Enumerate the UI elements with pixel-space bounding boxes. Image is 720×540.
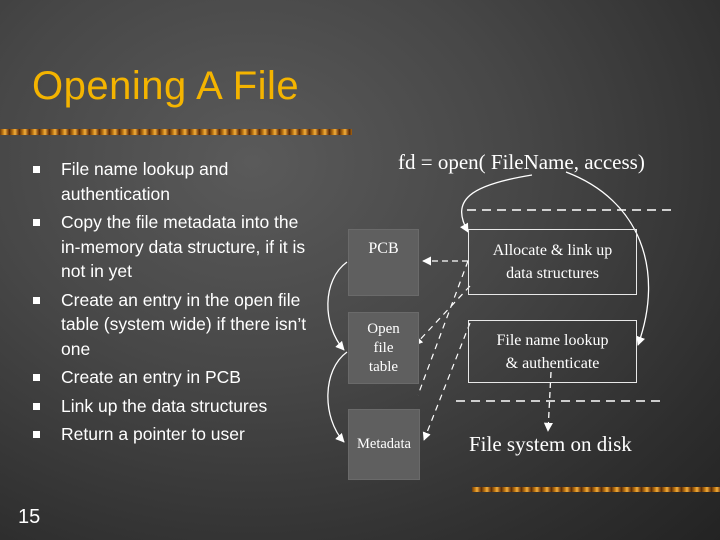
bullet-item: Return a pointer to user — [30, 422, 310, 447]
open-file-table-label-line: table — [368, 358, 399, 375]
call-to-allocate-arrow — [460, 174, 533, 233]
open-call-text: fd = open( FileName, access) — [398, 150, 645, 174]
bullet-item: Copy the file metadata into the in-memor… — [30, 210, 310, 284]
open-file-table-label-line: file — [373, 339, 394, 356]
disk-label: File system on disk — [469, 432, 632, 456]
bullet-item: Create an entry in the open file table (… — [30, 288, 310, 362]
bottom-rule — [472, 487, 720, 492]
lookup-label-line: & authenticate — [505, 354, 600, 372]
pcb-to-open-table-arrow — [327, 261, 348, 351]
bullet-item: File name lookup and authentication — [30, 157, 310, 206]
title-rule — [0, 129, 352, 135]
page-number: 15 — [18, 506, 41, 528]
open-file-table-link — [414, 285, 471, 346]
lookup-box: File name lookup & authenticate — [468, 320, 637, 383]
open-table-to-metadata-arrow — [327, 351, 348, 443]
allocate-box: Allocate & link up data structures — [468, 229, 637, 295]
bullet-list: File name lookup and authentication Copy… — [30, 157, 310, 451]
metadata-label: Metadata — [357, 436, 411, 452]
allocate-label-line: Allocate & link up — [492, 242, 613, 259]
metadata-link — [422, 322, 471, 441]
slide-title: Opening A File — [32, 64, 300, 108]
lookup-label-line: File name lookup — [496, 331, 609, 349]
call-to-lookup-arrow — [565, 171, 650, 346]
pcb-box: PCB — [348, 229, 419, 296]
bullet-item: Create an entry in PCB — [30, 365, 310, 390]
metadata-box: Metadata — [348, 409, 420, 480]
pcb-dashed-diagonal — [417, 260, 469, 396]
bullet-item: Link up the data structures — [30, 394, 310, 419]
open-file-table-label-line: Open — [367, 320, 400, 337]
open-file-table-box: Open file table — [348, 312, 419, 384]
allocate-label-line: data structures — [506, 265, 599, 282]
pcb-label: PCB — [368, 240, 399, 257]
